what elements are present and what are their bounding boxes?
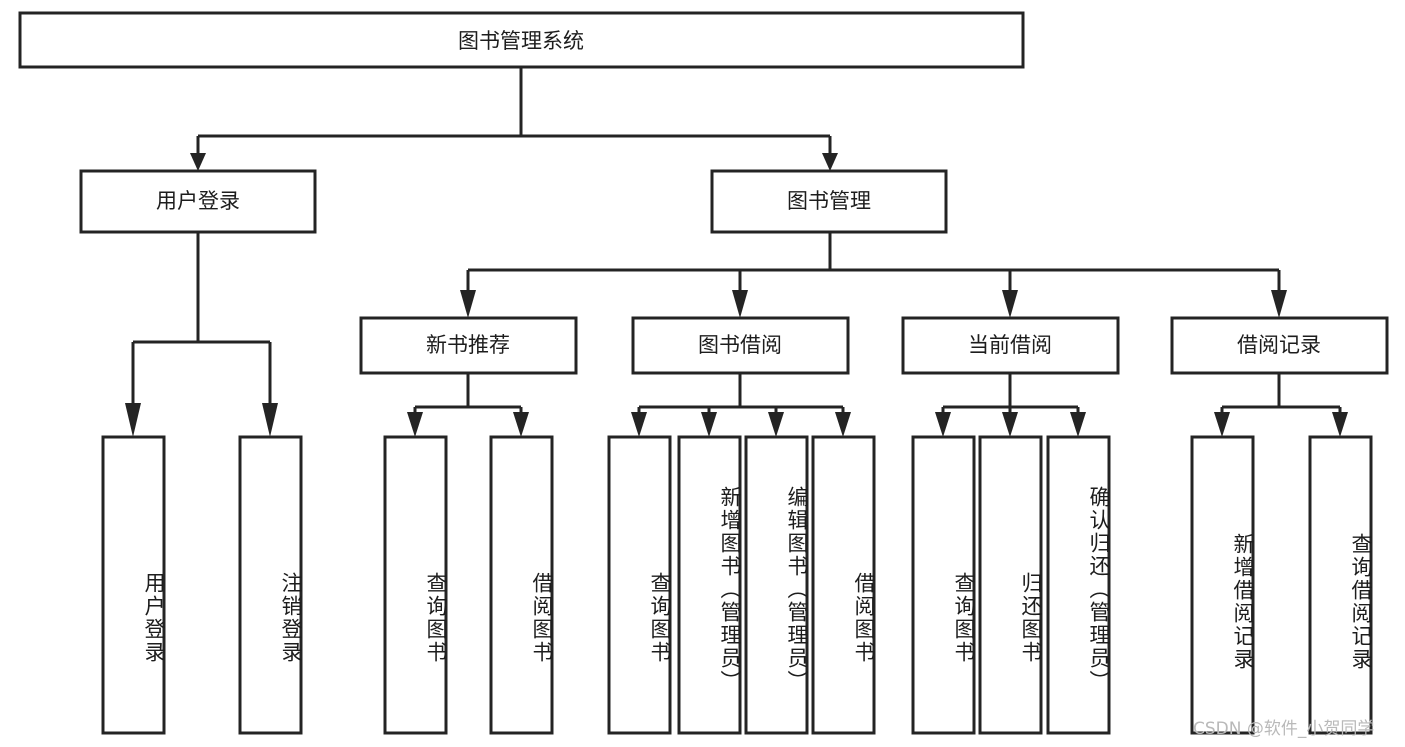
arrowhead-leaf-edit-book	[768, 412, 784, 437]
node-leaf-borrow-book-1-box[interactable]	[489, 435, 554, 735]
node-leaf-add-record-box[interactable]	[1190, 435, 1255, 735]
csdn-watermark: CSDN @软件_小贺同学	[1193, 719, 1375, 739]
arrowhead-userlogin	[190, 153, 206, 171]
arrowhead-current-borrow	[1002, 290, 1018, 318]
arrowhead-leaf-confirm-return	[1070, 412, 1086, 437]
node-leaf-borrow-book-2-box[interactable]	[811, 435, 876, 735]
node-root[interactable]: 图书管理系统	[18, 11, 1025, 69]
node-borrow-record-box[interactable]	[1170, 316, 1389, 375]
node-leaf-confirm-return-box[interactable]	[1046, 435, 1111, 735]
node-borrow-record[interactable]: 借阅记录	[1170, 316, 1389, 375]
node-leaf-logout-box[interactable]	[238, 435, 303, 735]
node-new-book-recommend-box[interactable]	[359, 316, 578, 375]
node-book-manage[interactable]: 图书管理	[710, 169, 948, 234]
arrowhead-leaf-logout	[262, 403, 278, 437]
node-leaf-return-book-box[interactable]	[978, 435, 1043, 735]
arrowhead-leaf-query-book-1	[407, 412, 423, 437]
node-leaf-query-book-1-box[interactable]	[383, 435, 448, 735]
node-leaf-query-record-box[interactable]	[1308, 435, 1373, 735]
arrowhead-bookmanage	[822, 153, 838, 171]
node-root-label: 图书管理系统	[458, 29, 584, 53]
node-leaf-edit-book-box[interactable]	[744, 435, 809, 735]
node-book-borrow-box[interactable]	[631, 316, 850, 375]
arrowhead-leaf-query-book-2	[631, 412, 647, 437]
node-leaf-query-book-3-box[interactable]	[911, 435, 976, 735]
node-user-login-box[interactable]	[79, 169, 317, 234]
node-borrow-record-label: 借阅记录	[1237, 333, 1321, 357]
arrowhead-leaf-user-login	[125, 403, 141, 437]
arrowhead-leaf-borrow-book-2	[835, 412, 851, 437]
connectors-layer	[125, 67, 1348, 437]
node-current-borrow-label: 当前借阅	[968, 333, 1052, 357]
arrowhead-new-book-recommend	[460, 290, 476, 318]
nodes-layer: 图书管理系统 用户登录 图书管理 新书推荐 图书借阅 当前	[18, 11, 1389, 735]
node-new-book-recommend[interactable]: 新书推荐	[359, 316, 578, 375]
node-book-borrow-label: 图书借阅	[698, 333, 782, 357]
arrowhead-borrow-record	[1271, 290, 1287, 318]
node-current-borrow-box[interactable]	[901, 316, 1120, 375]
arrowhead-leaf-return-book	[1002, 412, 1018, 437]
arrowhead-leaf-query-book-3	[935, 412, 951, 437]
node-user-login-label: 用户登录	[156, 189, 240, 213]
arrowhead-leaf-borrow-book-1	[513, 412, 529, 437]
node-book-borrow[interactable]: 图书借阅	[631, 316, 850, 375]
node-root-box[interactable]	[18, 11, 1025, 69]
node-leaf-add-book-box[interactable]	[677, 435, 742, 735]
arrowhead-leaf-add-record	[1214, 412, 1230, 437]
node-book-manage-box[interactable]	[710, 169, 948, 234]
node-leaf-query-book-2-box[interactable]	[607, 435, 672, 735]
node-book-manage-label: 图书管理	[787, 189, 871, 213]
arrowhead-book-borrow	[732, 290, 748, 318]
arrowhead-leaf-add-book	[701, 412, 717, 437]
node-leaf-user-login-box[interactable]	[101, 435, 166, 735]
arrowhead-leaf-query-record	[1332, 412, 1348, 437]
node-new-book-recommend-label: 新书推荐	[426, 333, 510, 357]
node-user-login[interactable]: 用户登录	[79, 169, 317, 234]
node-current-borrow[interactable]: 当前借阅	[901, 316, 1120, 375]
